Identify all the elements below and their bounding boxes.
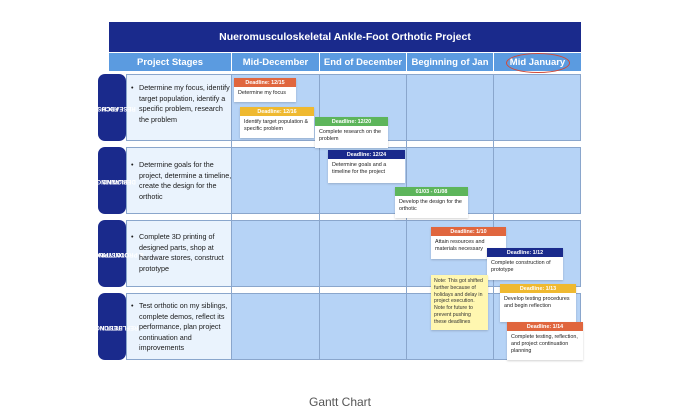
task-card: Deadline: 12/24 Determine goals and a ti…	[328, 150, 405, 183]
chart-title: Nueromusculoskeletal Ankle-Foot Orthotic…	[109, 22, 581, 52]
column-divider	[231, 74, 232, 360]
task-text: Identify target population & specific pr…	[244, 119, 309, 132]
task-card: Deadline: 12/16 Identify target populati…	[240, 107, 314, 138]
column-divider	[319, 74, 320, 360]
task-card: Deadline: 1/12 Complete construction of …	[487, 248, 563, 280]
stage-description-construction-prototyping: Complete 3D printing of designed parts, …	[131, 232, 233, 274]
task-text: Develop the design for the orthotic	[399, 199, 462, 212]
column-header-mid-december: Mid-December	[232, 53, 319, 71]
task-text: Complete research on the problem	[319, 129, 382, 142]
task-card: Deadline: 12/20 Complete research on the…	[315, 117, 388, 148]
task-deadline: Deadline: 1/10	[431, 227, 506, 236]
task-text: Complete construction of prototype	[491, 260, 551, 273]
stage-description-testing-reflection: Test orthotic on my siblings, complete d…	[131, 301, 233, 354]
task-deadline: 01/03 - 01/08	[395, 187, 468, 196]
task-deadline: Deadline: 1/14	[507, 322, 583, 331]
stage-description-focus-research: Determine my focus, identify target popu…	[131, 83, 233, 125]
task-card: Deadline: 1/14 Complete testing, reflect…	[507, 322, 583, 360]
task-card: Deadline: 1/13 Develop testing procedure…	[500, 284, 576, 322]
task-text: Attain resources and materials necessary	[435, 239, 485, 252]
task-deadline: Deadline: 12/20	[315, 117, 388, 126]
column-divider	[493, 74, 494, 360]
task-text: Determine goals and a timeline for the p…	[332, 162, 387, 175]
task-card: 01/03 - 01/08 Develop the design for the…	[395, 187, 468, 218]
task-text: Develop testing procedures and begin ref…	[504, 296, 570, 309]
stage-tab-construction-prototyping: CONSTRUCTION& PROTOTYPING	[81, 220, 144, 287]
task-deadline: Deadline: 12/16	[240, 107, 314, 116]
task-deadline: Deadline: 12/15	[234, 78, 296, 87]
task-text: Complete testing, reflection, and projec…	[511, 334, 578, 354]
figure-caption: Gantt Chart	[308, 395, 372, 409]
task-card: Deadline: 12/15 Determine my focus	[234, 78, 296, 102]
task-deadline: Deadline: 12/24	[328, 150, 405, 159]
column-header-end-of-december: End of December	[320, 53, 406, 71]
stage-tab-focus-research: FOCUS &RESEARCH	[92, 74, 136, 141]
stage-description-planning-designing: Determine goals for the project, determi…	[131, 160, 233, 202]
task-deadline: Deadline: 1/13	[500, 284, 576, 293]
column-header-project-stages: Project Stages	[109, 53, 231, 71]
task-deadline: Deadline: 1/12	[487, 248, 563, 257]
column-header-beginning-of-jan: Beginning of Jan	[407, 53, 493, 71]
highlight-oval	[506, 53, 570, 73]
stage-tab-testing-reflection: TESTING &REFLECTION	[89, 293, 138, 360]
task-text: Determine my focus	[238, 90, 286, 96]
delay-note: Note: This got shifted further because o…	[431, 275, 488, 330]
